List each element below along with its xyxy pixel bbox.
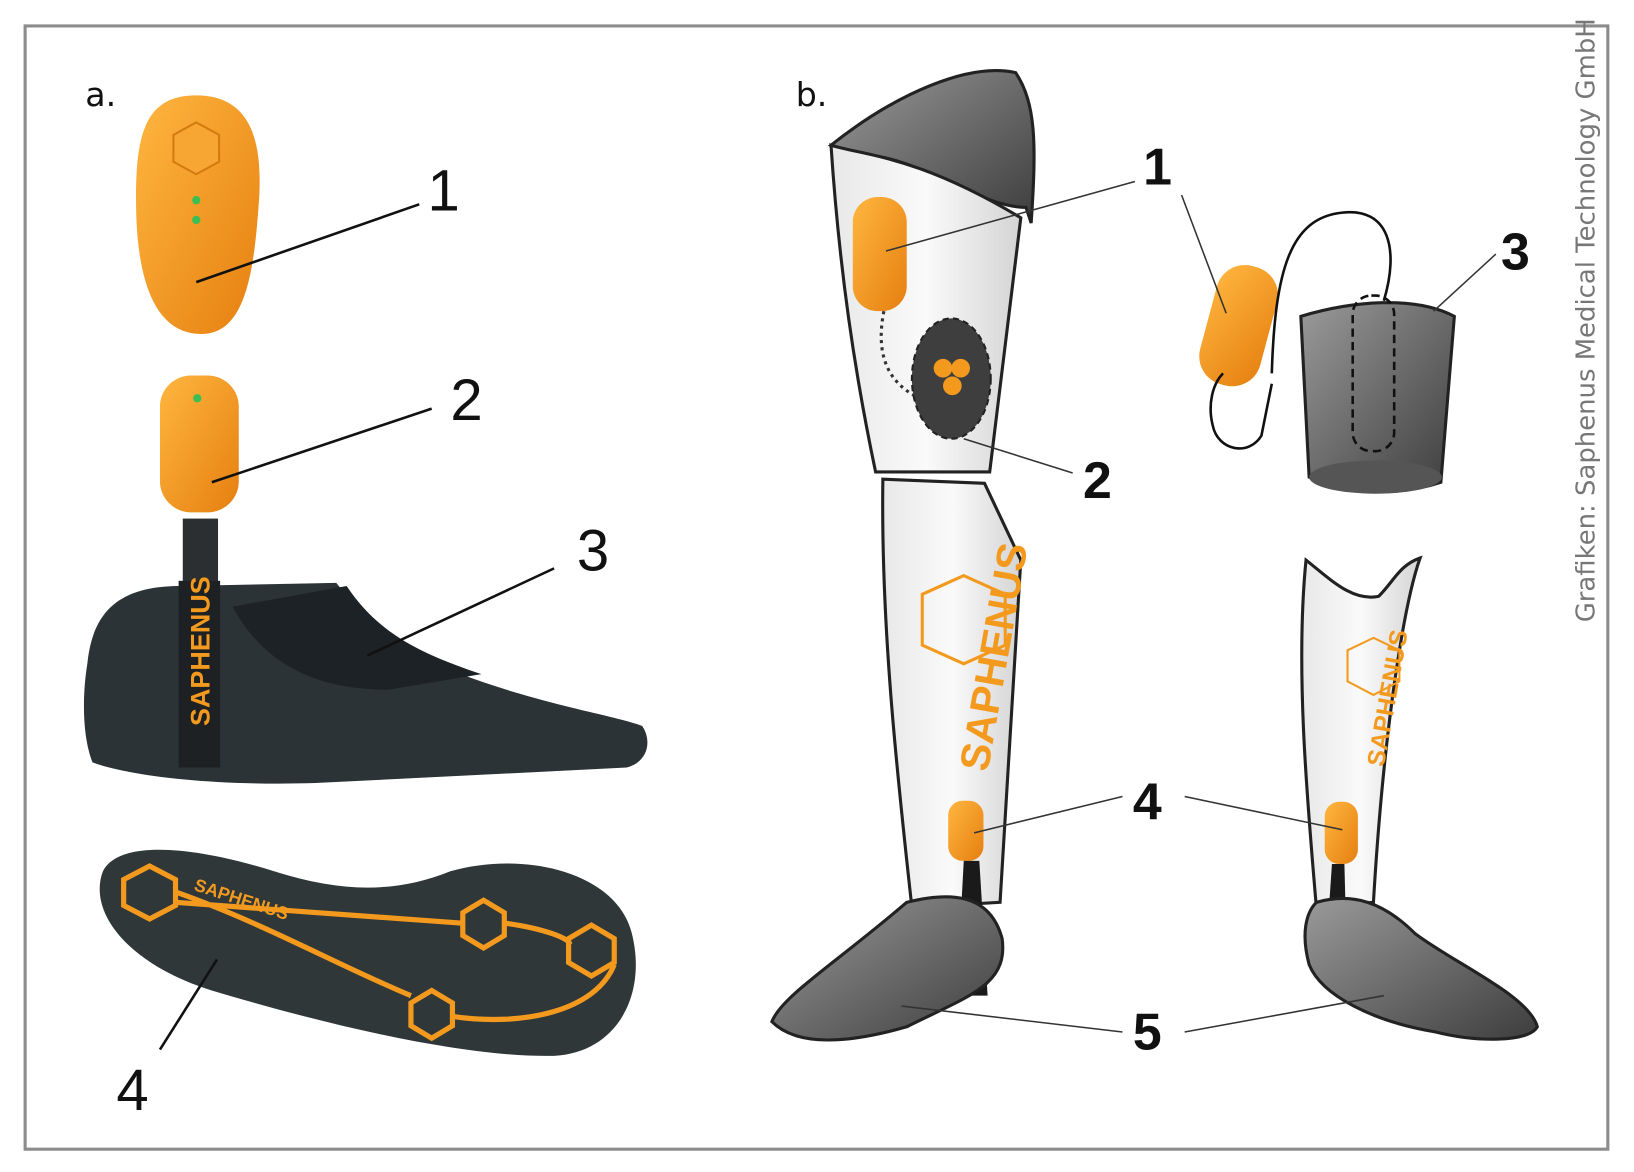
callout-a3: 3	[577, 518, 609, 583]
prosthesis-thigh-socket	[827, 69, 1036, 474]
panel-a-label: a.	[85, 75, 116, 114]
callout-b5: 5	[1133, 1003, 1162, 1061]
callout-b2: 2	[1083, 451, 1112, 509]
callout-line-b1	[885, 180, 1136, 252]
callout-line-b3	[1433, 253, 1497, 312]
callout-a1: 1	[428, 159, 460, 224]
callout-line-b4-left	[973, 795, 1123, 834]
callout-b1: 1	[1143, 138, 1172, 196]
callout-a4: 4	[116, 1058, 148, 1123]
callout-line-b4-right	[1184, 795, 1343, 831]
sock-brand-text: SAPHENUS	[186, 576, 216, 726]
callout-line-a3	[366, 567, 555, 657]
callout-a2: 2	[450, 368, 482, 433]
callout-b4: 4	[1133, 772, 1162, 830]
callout-line-b2	[963, 437, 1073, 474]
callout-line-a1	[195, 203, 420, 284]
sensor-with-cuff	[1199, 210, 1456, 494]
callout-line-b5-left	[901, 1005, 1123, 1033]
insole-image: SAPHENUS	[99, 849, 636, 1056]
image-credit: Grafiken: Saphenus Medical Technology Gm…	[1571, 18, 1601, 622]
panel-a: a. 1 2 SAPHENUS 3	[83, 75, 648, 1123]
sock-image: SAPHENUS	[83, 576, 648, 784]
callout-line-b1-alt	[1180, 194, 1227, 314]
panel-b-label: b.	[796, 75, 828, 114]
stimulator-unit-image	[159, 375, 239, 592]
callout-line-b5-right	[1184, 994, 1384, 1033]
sensor-unit-image	[136, 95, 260, 334]
prosthesis-lower-leg-small: SAPHENUS	[1300, 555, 1539, 1041]
callout-line-a4	[158, 958, 219, 1051]
callout-b3: 3	[1501, 223, 1530, 281]
panel-b: b. 1 2 3 SAPHENUS	[770, 69, 1539, 1061]
callout-line-a2	[211, 407, 433, 484]
